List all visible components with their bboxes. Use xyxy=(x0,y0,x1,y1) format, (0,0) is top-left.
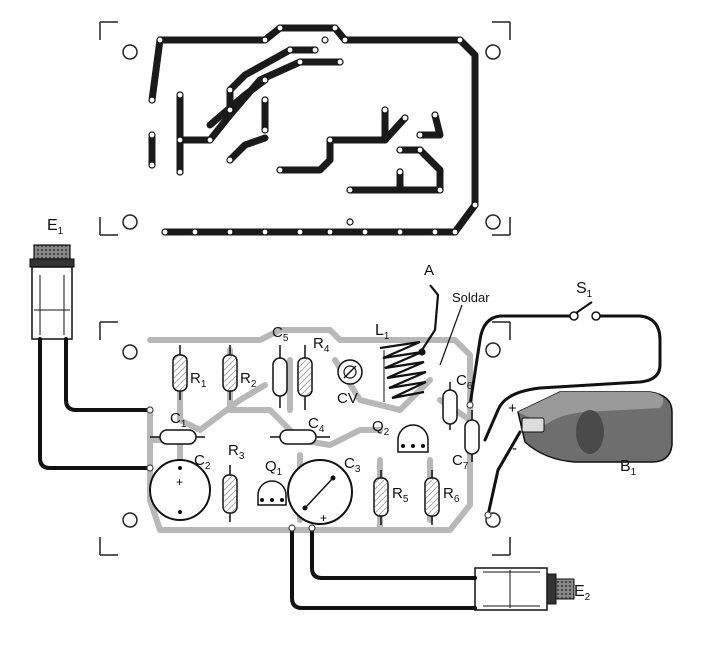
label-c5: C5 xyxy=(272,324,289,344)
wires-battery xyxy=(468,314,662,517)
copper-pads xyxy=(148,24,479,236)
pcb-copper-side xyxy=(99,21,511,236)
soldar-pointer xyxy=(439,304,463,366)
capacitor-c1 xyxy=(150,429,205,445)
capacitor-c4 xyxy=(270,429,330,445)
label-q1: Q1 xyxy=(265,458,283,478)
capacitor-c6 xyxy=(442,382,458,430)
label-q2: Q2 xyxy=(372,418,390,438)
resistor-r1 xyxy=(172,345,188,400)
capacitor-c7 xyxy=(464,410,480,462)
capacitor-c2: + xyxy=(149,459,211,521)
label-r5: R5 xyxy=(392,485,409,505)
wires-e2 xyxy=(290,526,477,610)
label-r4: R4 xyxy=(313,335,330,355)
label-r1: R1 xyxy=(190,370,207,390)
label-l1: L1 xyxy=(375,322,390,343)
trimmer-cv xyxy=(337,359,363,385)
label-cv: CV xyxy=(337,390,358,407)
antenna-wire xyxy=(418,284,440,356)
label-s1: S1 xyxy=(576,280,593,301)
label-c6: C6 xyxy=(456,372,473,392)
label-c3: C3 xyxy=(344,455,361,475)
copper-traces xyxy=(148,24,479,236)
label-c4: C4 xyxy=(308,415,325,435)
label-e2: E2 xyxy=(574,583,591,604)
coil-l1 xyxy=(379,340,427,402)
transistor-q1 xyxy=(257,480,287,506)
switch-s1 xyxy=(569,301,601,321)
jack-e1 xyxy=(29,244,75,340)
capacitor-c5 xyxy=(272,345,288,408)
resistor-r2 xyxy=(222,345,238,400)
resistor-r3 xyxy=(222,465,238,522)
label-c7: C7 xyxy=(452,452,469,472)
mounting-holes-bottom xyxy=(122,342,501,528)
wires-e1 xyxy=(38,337,152,470)
transistor-q2 xyxy=(397,424,429,453)
component-side-pads xyxy=(146,401,492,532)
label-e1: E1 xyxy=(47,217,64,238)
capacitor-c3: + xyxy=(287,459,353,525)
jack-e2 xyxy=(474,567,575,611)
label-b1: B1 xyxy=(620,458,637,479)
svg-text:+: + xyxy=(320,511,327,525)
label-r3: R3 xyxy=(228,442,245,462)
resistor-r5 xyxy=(373,470,389,525)
svg-text:+: + xyxy=(176,475,183,489)
label-c2: C2 xyxy=(194,452,211,472)
label-c1: C1 xyxy=(170,410,187,430)
label-r2: R2 xyxy=(240,370,257,390)
resistor-r4 xyxy=(297,345,313,410)
label-battery-minus: - xyxy=(512,440,517,457)
mounting-holes-top xyxy=(122,44,501,230)
battery-b1 xyxy=(517,391,673,463)
corner-marks-bottom xyxy=(99,321,511,556)
label-r6: R6 xyxy=(443,485,460,505)
label-battery-plus: + xyxy=(508,400,517,417)
label-a: A xyxy=(424,262,435,279)
corner-marks-top xyxy=(99,21,511,236)
resistor-r6 xyxy=(424,470,440,525)
label-soldar: Soldar xyxy=(452,290,490,305)
